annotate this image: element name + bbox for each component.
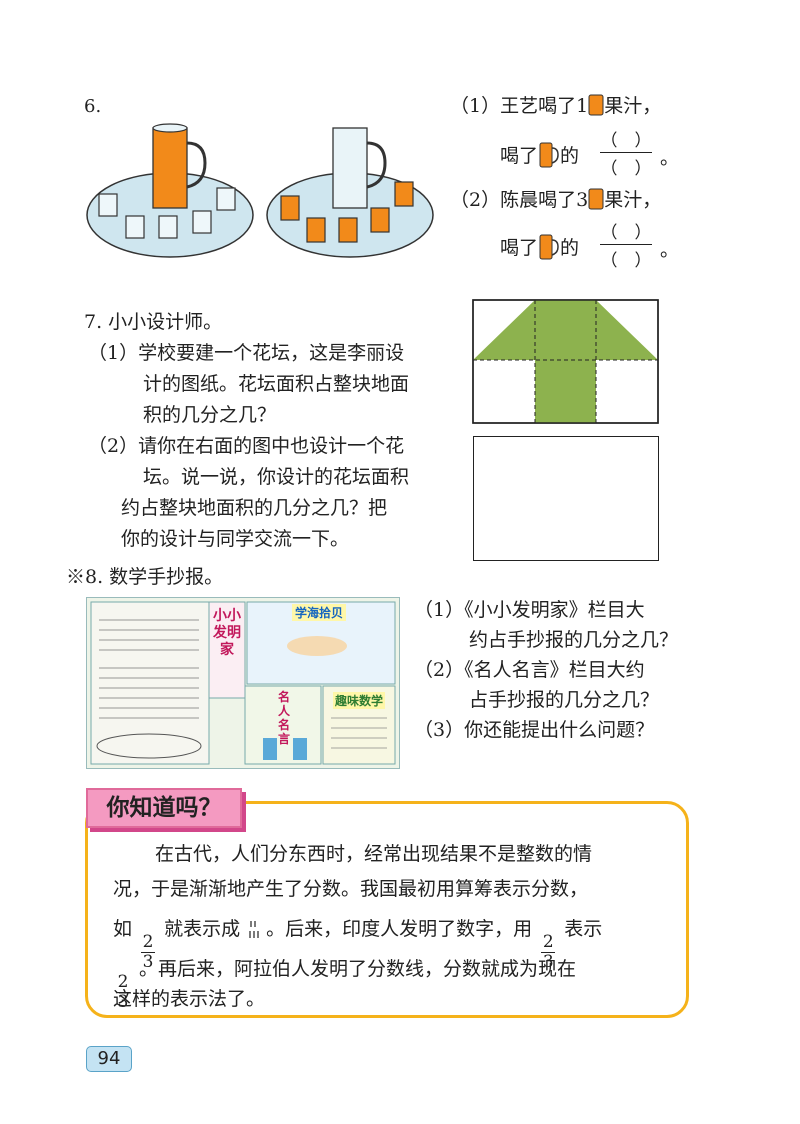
did-you-know-box xyxy=(85,801,689,1018)
q8-p1-line2: 约占手抄报的几分之几？ xyxy=(469,629,679,651)
q7-p1-line2: 计的图纸。花坛面积占整块地面 xyxy=(143,373,410,395)
poster-fun-math: 趣味数学 xyxy=(333,692,386,709)
q6-number: 6. xyxy=(84,96,102,117)
math-newspaper-image: 小小发明家 学海拾贝 名人名言 趣味数学 xyxy=(86,597,400,769)
pitcher-icon xyxy=(539,142,559,168)
did-you-know-title: 你知道吗？ xyxy=(86,788,242,828)
juice-cup-icon xyxy=(588,188,604,210)
poster-top-heading: 学海拾贝 xyxy=(292,604,347,621)
tip-line1: 在古代，人们分东西时，经常出现结果不是整数的情 xyxy=(155,843,593,865)
q6-part1-end: 。 xyxy=(660,147,680,169)
pitcher-empty xyxy=(332,127,387,209)
empty-glasses xyxy=(98,187,236,239)
page-number: 94 xyxy=(86,1046,132,1072)
tip-line5: 这样的表示法了。 xyxy=(113,988,266,1010)
q8-p2-line2: 占手抄报的几分之几？ xyxy=(469,689,660,711)
q7-p2-line4: 你的设计与同学交流一下。 xyxy=(121,528,350,550)
poster-inventor-column: 小小发明家 xyxy=(213,608,241,658)
q7-title: 7. 小小设计师。 xyxy=(84,311,223,333)
q6-juice-illustration xyxy=(86,123,434,258)
q6-part2-fraction-blank[interactable]: （ ）（ ） xyxy=(600,223,652,271)
q6-part1-line2: 喝了的 xyxy=(500,142,579,170)
q6-part1-fraction-blank[interactable]: （ ）（ ） xyxy=(600,131,652,179)
q7-p1-line3: 积的几分之几？ xyxy=(143,404,277,426)
q7-p2-line3: 约占整块地面积的几分之几？把 xyxy=(121,497,388,519)
q6-part2-line2: 喝了的 xyxy=(500,234,579,262)
pitcher-orange xyxy=(152,123,207,209)
q7-p2-line1: （2）请你在右面的图中也设计一个花 xyxy=(88,435,405,457)
q8-p2-line1: （2）《名人名言》栏目大约 xyxy=(414,659,645,681)
flowerbed-design-diagram xyxy=(472,299,659,424)
q8-p1-line1: （1）《小小发明家》栏目大 xyxy=(414,599,645,621)
juice-cup-icon xyxy=(588,94,604,116)
pitcher-icon xyxy=(539,234,559,260)
q6-part2-end: 。 xyxy=(660,239,680,261)
q8-p3: （3）你还能提出什么问题？ xyxy=(414,719,655,741)
q7-p1-line1: （1）学校要建一个花坛，这是李丽设 xyxy=(88,342,405,364)
counting-rods-icon xyxy=(249,921,259,938)
tip-line2: 况，于是渐渐地产生了分数。我国最初用算筹表示分数， xyxy=(113,878,589,900)
full-glasses xyxy=(280,181,414,243)
blank-design-area[interactable] xyxy=(473,436,659,561)
q7-p2-line2: 坛。说一说，你设计的花坛面积 xyxy=(143,466,410,488)
poster-quotes-column: 名人名言 xyxy=(277,690,290,746)
q8-title: ※8. 数学手抄报。 xyxy=(66,566,224,588)
